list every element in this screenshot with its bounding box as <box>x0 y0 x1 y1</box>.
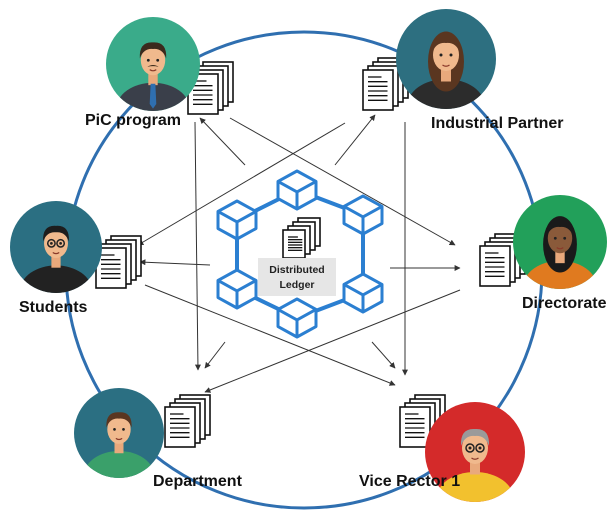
documents-icon-department <box>164 394 211 448</box>
ledger-label-box <box>258 258 336 296</box>
documents-icon-pic-program <box>187 61 234 115</box>
connection-arrow-2 <box>137 122 346 246</box>
avatar-pic-program <box>106 17 200 111</box>
connection-arrows <box>137 114 461 393</box>
documents-icon-ledger <box>282 217 321 259</box>
connection-arrow-11 <box>204 289 461 393</box>
documents-icon-industrial-partner <box>362 57 409 111</box>
node-label-vice-rector: Vice Rector 1 <box>359 473 460 490</box>
connection-arrow-1 <box>334 114 376 166</box>
block-cube-2 <box>216 199 258 241</box>
block-cube-5 <box>276 297 318 339</box>
block-cube-4 <box>216 268 258 310</box>
avatar-industrial-partner <box>396 9 496 109</box>
connection-arrow-5 <box>194 121 201 371</box>
participant-avatars <box>10 9 607 502</box>
block-cube-0 <box>276 169 318 211</box>
documents-icon-vice-rector <box>399 394 446 448</box>
documents-icon-students <box>95 235 142 289</box>
avatar-vice-rector <box>425 402 525 502</box>
connection-arrow-9 <box>371 341 396 369</box>
avatar-directorate <box>513 195 607 289</box>
ledger-document-icon <box>282 217 321 259</box>
connection-arrow-0 <box>199 117 246 166</box>
connection-arrow-8 <box>204 341 226 369</box>
node-label-students: Students <box>19 299 88 316</box>
block-cube-1 <box>342 194 384 236</box>
node-label-industrial-partner: Industrial Partner <box>431 115 563 132</box>
connection-arrow-10 <box>144 284 396 386</box>
ledger-label-line2: Ledger <box>279 279 314 291</box>
node-label-directorate: Directorate <box>522 295 607 312</box>
node-label-department: Department <box>153 473 243 490</box>
block-cube-3 <box>342 272 384 314</box>
ledger-label-line1: Distributed <box>269 264 324 276</box>
connection-arrow-6 <box>139 259 211 266</box>
node-label-pic-program: PiC program <box>85 112 181 129</box>
avatar-students <box>10 201 102 293</box>
connection-arrow-3 <box>229 117 456 246</box>
blockchain-graphic <box>216 169 384 339</box>
avatar-department <box>74 388 164 478</box>
